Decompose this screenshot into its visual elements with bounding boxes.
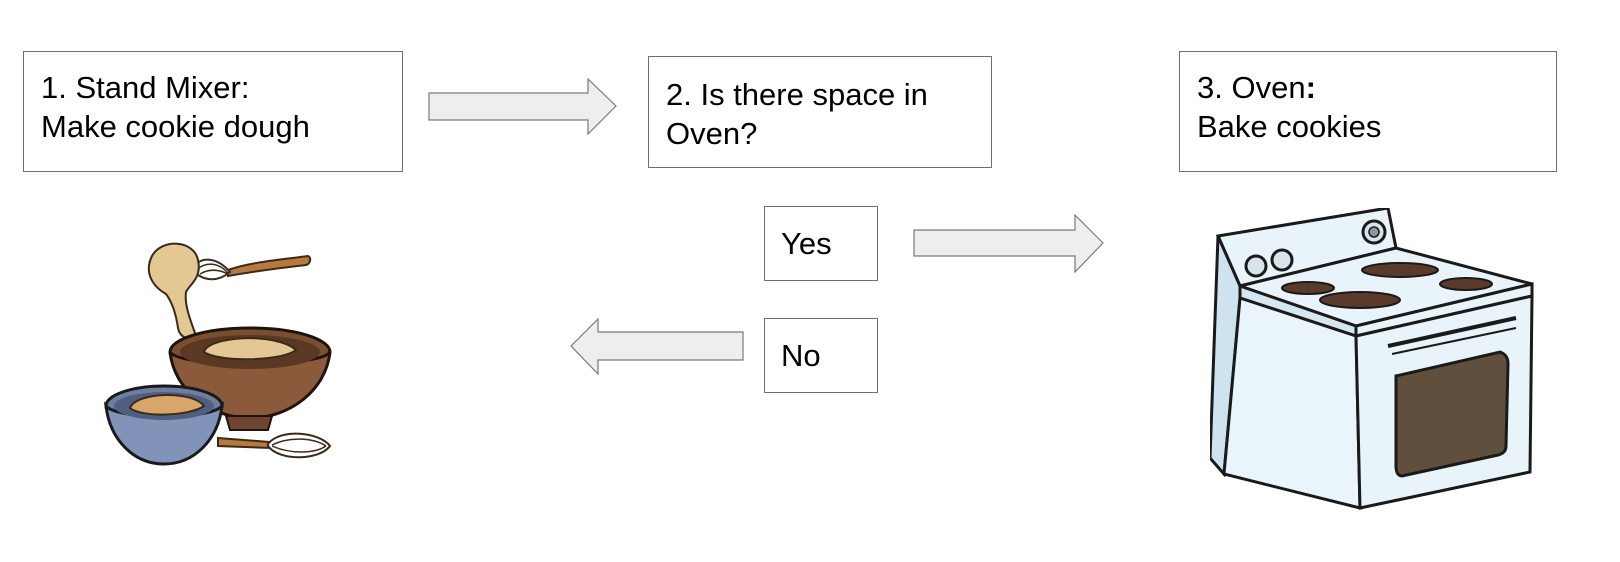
oven-illustration bbox=[1210, 208, 1534, 510]
step-1-box: 1. Stand Mixer: Make cookie dough bbox=[23, 51, 403, 172]
arrow-right-icon bbox=[913, 214, 1104, 274]
decision-yes-label: Yes bbox=[781, 226, 832, 261]
step-2-box: 2. Is there space in Oven? bbox=[648, 56, 992, 168]
arrow-right-icon bbox=[428, 78, 617, 136]
decision-no-box: No bbox=[764, 318, 878, 393]
step-2-title: 2. Is there space in bbox=[666, 77, 928, 112]
stand-mixer-illustration bbox=[103, 242, 332, 466]
step-3-box: 3. Oven: Bake cookies bbox=[1179, 51, 1557, 172]
step-3-title: 3. Oven: bbox=[1197, 70, 1316, 105]
step-1-title: 1. Stand Mixer: bbox=[41, 70, 250, 105]
step-2-description: Oven? bbox=[666, 116, 758, 151]
step-3-description: Bake cookies bbox=[1197, 109, 1382, 144]
decision-no-label: No bbox=[781, 338, 821, 373]
step-1-description: Make cookie dough bbox=[41, 109, 310, 144]
decision-yes-box: Yes bbox=[764, 206, 878, 281]
arrow-left-icon bbox=[570, 318, 744, 376]
